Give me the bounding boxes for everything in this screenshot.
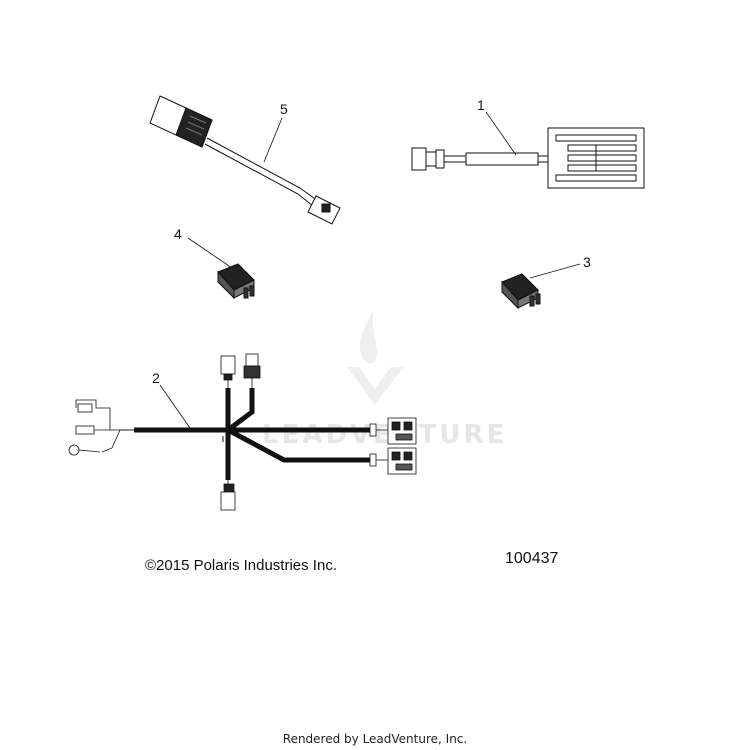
footer-credit: Rendered by LeadVenture, Inc. bbox=[282, 732, 468, 746]
heater-grid-lines bbox=[555, 134, 637, 182]
copyright-notice: ©2015 Polaris Industries Inc. bbox=[145, 557, 337, 574]
callout-1: 1 bbox=[477, 97, 485, 113]
callout-2-leader bbox=[159, 384, 191, 429]
watermark-text: LEADVENTURE bbox=[262, 420, 508, 450]
callout-3: 3 bbox=[583, 254, 591, 270]
callout-2: 2 bbox=[152, 370, 160, 386]
callout-5: 5 bbox=[280, 101, 288, 117]
part-5-adapter-harness bbox=[149, 95, 341, 225]
leadventure-watermark-logo bbox=[347, 310, 403, 405]
harness-right-switch-connector-upper bbox=[369, 417, 417, 445]
part-4-rocker-switch bbox=[187, 237, 255, 300]
part-2-main-harness bbox=[134, 388, 370, 480]
diagram-number: 100437 bbox=[505, 550, 559, 567]
part-1-heater-element bbox=[411, 111, 645, 189]
harness-top-connector-a bbox=[220, 355, 236, 388]
harness-left-terminals bbox=[68, 399, 134, 456]
harness-right-switch-connector-lower bbox=[369, 447, 417, 475]
part-3-rocker-switch bbox=[501, 263, 581, 310]
harness-top-connector-b bbox=[243, 353, 261, 388]
callout-4: 4 bbox=[174, 226, 182, 242]
harness-bottom-connector bbox=[220, 480, 236, 511]
